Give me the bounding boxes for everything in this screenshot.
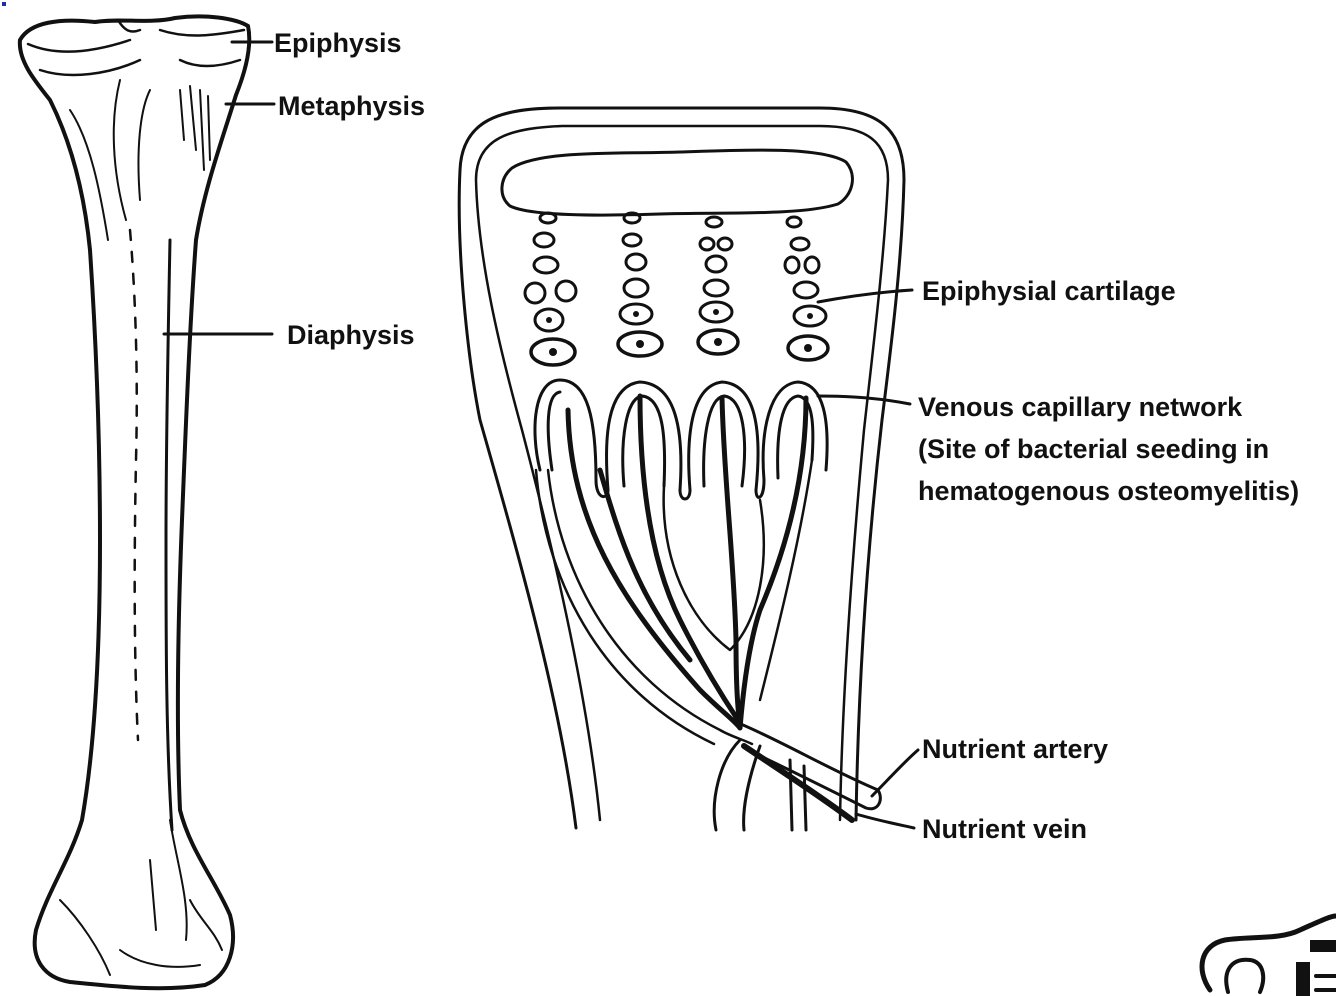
long-bone-dashed-line: [130, 230, 138, 740]
venous-network-label-line3: hematogenous osteomyelitis): [918, 476, 1299, 506]
nutrient-artery-label: Nutrient artery: [922, 734, 1108, 764]
corner-logo-fragment: [1202, 916, 1336, 996]
long-bone-border-line: [166, 240, 172, 830]
corner-dot: [2, 2, 6, 6]
long-bone-shading-top: [70, 80, 210, 240]
long-bone-shading-bottom: [60, 820, 222, 975]
epiphysial-cartilage-label: Epiphysial cartilage: [922, 276, 1176, 306]
venous-network-label-line1: Venous capillary network: [918, 392, 1243, 422]
nutrient-vein-label: Nutrient vein: [922, 814, 1087, 844]
epiphysis-cavity: [502, 150, 852, 215]
metaphysis-label: Metaphysis: [278, 91, 425, 121]
vascular-tree: [536, 396, 880, 830]
epiphysis-label: Epiphysis: [274, 28, 402, 58]
venous-network-leader: [818, 396, 910, 404]
nutrient-vein-trunk: [744, 746, 852, 820]
nutrient-artery-leader: [872, 750, 918, 796]
diaphysis-label: Diaphysis: [287, 320, 415, 350]
long-bone-top-detail: [28, 20, 244, 75]
nutrient-vein-leader: [856, 814, 914, 828]
cartilage-cell-columns: [525, 213, 828, 365]
venous-network-label-line2: (Site of bacterial seeding in: [918, 434, 1269, 464]
long-bone-illustration: [20, 16, 249, 988]
